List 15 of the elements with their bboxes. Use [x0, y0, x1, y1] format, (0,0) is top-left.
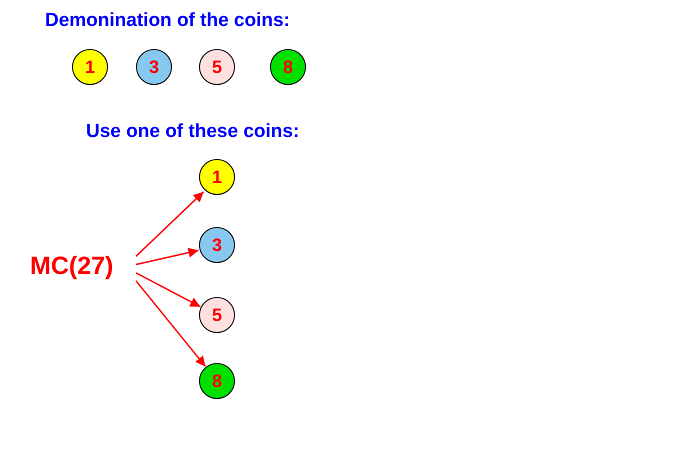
- arrow: [136, 272, 201, 308]
- heading: Demonination of the coins:: [45, 10, 290, 32]
- heading: Use one of these coins:: [86, 121, 300, 143]
- coin: 3: [136, 49, 172, 85]
- coin: 3: [199, 227, 235, 263]
- coin: 8: [199, 363, 235, 399]
- arrow: [135, 280, 206, 367]
- coin: 1: [199, 159, 235, 195]
- coin: 5: [199, 297, 235, 333]
- coin: 8: [270, 49, 306, 85]
- arrow: [136, 248, 199, 266]
- arrow: [135, 191, 204, 257]
- coin: 5: [199, 49, 235, 85]
- function-label: MC(27): [30, 252, 114, 281]
- coin: 1: [72, 49, 108, 85]
